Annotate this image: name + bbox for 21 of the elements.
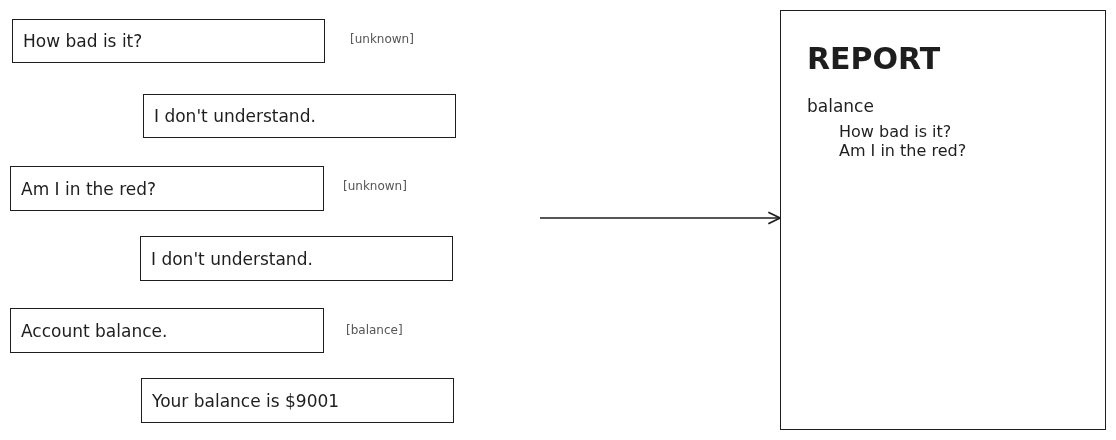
message-text: Account balance.	[21, 320, 168, 341]
report-item: Am I in the red?	[839, 141, 968, 160]
message-text: I don't understand.	[154, 106, 316, 126]
category-heading: balance	[807, 96, 875, 116]
report-title: REPORT	[807, 41, 942, 76]
report-item: How bad is it?	[839, 122, 953, 141]
report-page	[780, 10, 1106, 430]
message-text: I don't understand.	[151, 248, 313, 269]
message-box	[10, 308, 324, 353]
message-box	[12, 19, 325, 63]
arrow	[539, 211, 781, 225]
message-text: How bad is it?	[23, 31, 143, 51]
message-box	[10, 166, 324, 211]
intent-tag: [unknown]	[350, 32, 414, 46]
message-box	[143, 94, 456, 138]
message-text: Your balance is $9001	[152, 390, 340, 411]
intent-tag: [balance]	[346, 323, 403, 337]
message-box	[140, 236, 453, 281]
message-text: Am I in the red?	[21, 178, 157, 199]
intent-tag: [unknown]	[343, 179, 407, 193]
message-box	[141, 378, 454, 423]
